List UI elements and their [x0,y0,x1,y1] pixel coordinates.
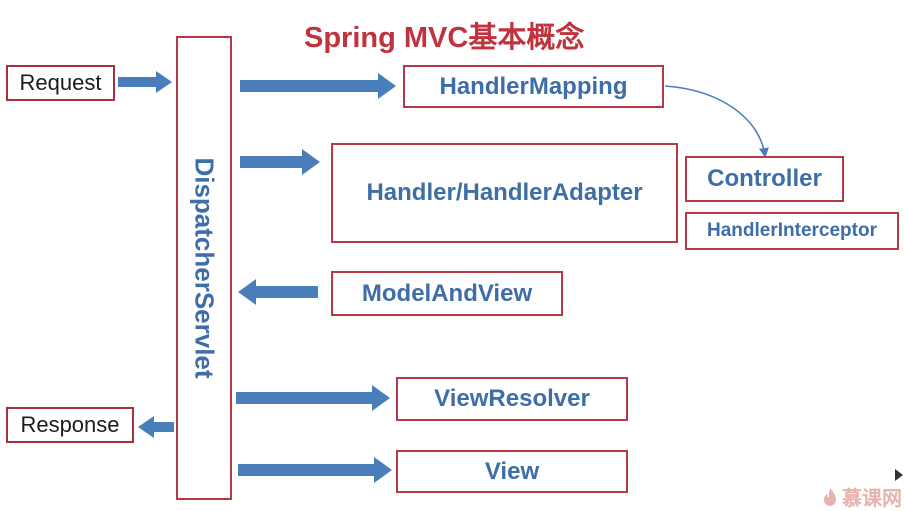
arrow-dispatcher-to-handlermapping [240,73,396,99]
view-resolver-label: ViewResolver [434,385,590,412]
watermark-text: 慕课网 [842,488,902,510]
controller-label: Controller [707,165,822,192]
dispatcher-servlet-label: DispatcherServlet [189,157,220,379]
play-icon [894,468,904,482]
arrow-dispatcher-to-response [138,416,174,438]
view-resolver-node: ViewResolver [396,377,628,421]
controller-node: Controller [685,156,844,202]
arrow-modelandview-to-dispatcher [238,279,318,305]
handler-interceptor-node: HandlerInterceptor [685,212,899,250]
response-label: Response [20,412,120,437]
handler-mapping-node: HandlerMapping [403,65,664,108]
dispatcher-servlet-node: DispatcherServlet [176,36,232,500]
model-and-view-label: ModelAndView [361,279,533,307]
handler-adapter-label: Handler/HandlerAdapter [366,179,643,206]
handler-interceptor-label: HandlerInterceptor [707,220,877,241]
handler-mapping-label: HandlerMapping [439,72,628,100]
response-node: Response [6,407,134,443]
flame-logo-icon [824,487,836,506]
request-label: Request [19,70,102,95]
model-and-view-node: ModelAndView [331,271,563,316]
diagram-title: Spring MVC基本概念 [304,22,585,54]
arrow-dispatcher-to-view [238,457,392,483]
arrow-request-to-dispatcher [118,71,172,93]
arrow-dispatcher-to-handler [240,149,320,175]
arrow-handlermapping-to-controller [664,85,769,158]
view-node: View [396,450,628,493]
play-icon-svg [895,469,903,481]
handler-adapter-node: Handler/HandlerAdapter [331,143,678,243]
watermark: 慕课网 [822,482,902,511]
arrow-dispatcher-to-viewresolver [236,385,390,411]
view-label: View [484,457,540,485]
request-node: Request [6,65,115,101]
